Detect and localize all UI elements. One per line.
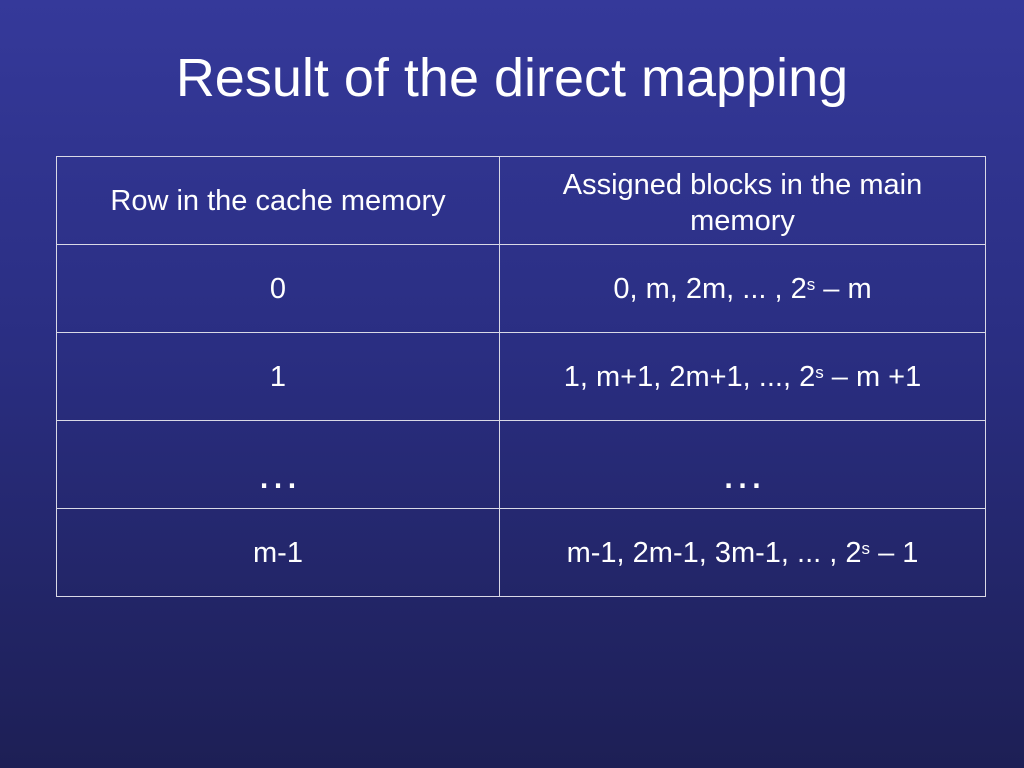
ellipsis: …	[720, 449, 765, 498]
blocks-text-tail: – m	[815, 272, 872, 305]
assigned-blocks-cell: 0, m, 2m, ... , 2s – m	[499, 244, 986, 333]
cache-row-cell: …	[56, 420, 500, 509]
superscript-s: s	[815, 362, 824, 382]
superscript-s: s	[806, 274, 816, 294]
cache-row-cell: 1	[56, 332, 500, 421]
cache-row-cell: 0	[56, 244, 500, 333]
table-row: … …	[56, 420, 986, 509]
assigned-blocks-cell: …	[499, 420, 986, 509]
blocks-text: 0, m, 2m, ... , 2	[613, 272, 807, 305]
header-assigned-blocks: Assigned blocks in the main memory	[499, 156, 986, 245]
assigned-blocks-cell: m-1, 2m-1, 3m-1, ... , 2s – 1	[499, 508, 986, 597]
table-row: 1 1, m+1, 2m+1, ..., 2s – m +1	[56, 332, 986, 421]
mapping-table: Row in the cache memory Assigned blocks …	[56, 156, 986, 597]
blocks-text-tail: – 1	[870, 536, 919, 569]
assigned-blocks-cell: 1, m+1, 2m+1, ..., 2s – m +1	[499, 332, 986, 421]
blocks-text-tail: – m +1	[823, 360, 922, 393]
ellipsis: …	[256, 449, 300, 498]
slide-title: Result of the direct mapping	[175, 48, 849, 108]
table-header-row: Row in the cache memory Assigned blocks …	[56, 156, 986, 245]
table-row: m-1 m-1, 2m-1, 3m-1, ... , 2s – 1	[56, 508, 986, 597]
superscript-s: s	[861, 538, 871, 558]
cache-row-cell: m-1	[56, 508, 500, 597]
header-cache-row: Row in the cache memory	[56, 156, 500, 245]
blocks-text: m-1, 2m-1, 3m-1, ... , 2	[566, 536, 862, 569]
table-row: 0 0, m, 2m, ... , 2s – m	[56, 244, 986, 333]
blocks-text: 1, m+1, 2m+1, ..., 2	[563, 360, 816, 393]
